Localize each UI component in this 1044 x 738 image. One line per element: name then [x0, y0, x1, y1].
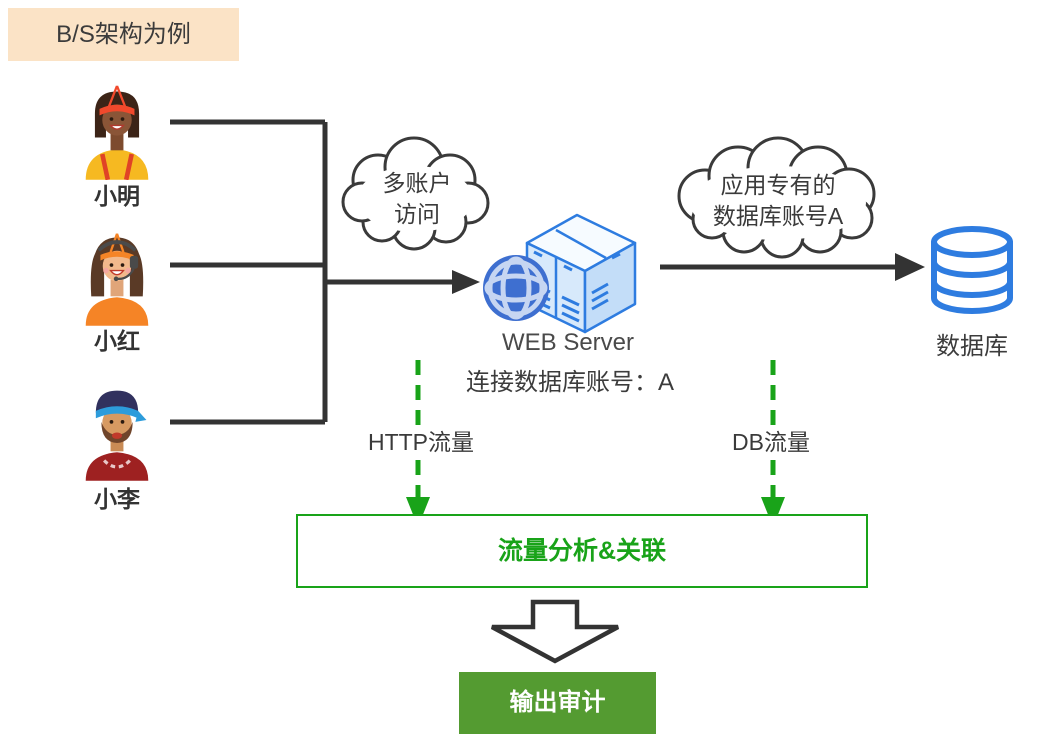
- cloud-db-account-line1: 应用专有的: [720, 172, 836, 198]
- avatar-xiaohong: [85, 233, 149, 326]
- web-server-account-label: 连接数据库账号：A: [465, 369, 674, 396]
- avatar-xiaoli: [85, 390, 149, 481]
- avatar-xiaoming: [85, 85, 149, 180]
- http-flow-arrow: [406, 360, 430, 527]
- db-flow-arrow: [761, 360, 785, 527]
- block-arrow-down: [490, 599, 620, 664]
- database-label: 数据库: [936, 333, 1008, 360]
- cloud-multi-account: [341, 136, 490, 251]
- database-icon: [931, 226, 1013, 314]
- web-server-icon: [525, 213, 637, 334]
- db-flow-label: DB流量: [716, 428, 826, 456]
- globe-icon: [483, 255, 549, 321]
- cloud-multi-account-line2: 访问: [394, 201, 440, 227]
- cloud-db-account: [677, 136, 876, 259]
- arrowhead-to-server: [452, 270, 480, 294]
- title-badge: B/S架构为例: [8, 8, 239, 61]
- user-label-xiaohong: 小红: [94, 328, 140, 354]
- arrowhead-to-db: [895, 253, 925, 281]
- user-label-xiaoming: 小明: [94, 183, 140, 209]
- user-connector-lines: [170, 119, 455, 425]
- audit-output-box: 输出审计: [459, 672, 656, 734]
- cloud-db-account-text: 应用专有的 数据库账号A: [668, 170, 888, 232]
- traffic-analysis-box: 流量分析&关联: [296, 514, 868, 588]
- traffic-analysis-label: 流量分析&关联: [497, 537, 667, 565]
- http-flow-label: HTTP流量: [354, 428, 488, 456]
- web-server-label: WEB Server: [501, 329, 635, 356]
- audit-output-label: 输出审计: [509, 689, 606, 716]
- user-label-xiaoli: 小李: [94, 486, 140, 512]
- cloud-multi-account-text: 多账户 访问: [352, 168, 482, 230]
- cloud-db-account-line2: 数据库账号A: [712, 203, 844, 229]
- cloud-multi-account-line1: 多账户: [382, 170, 452, 196]
